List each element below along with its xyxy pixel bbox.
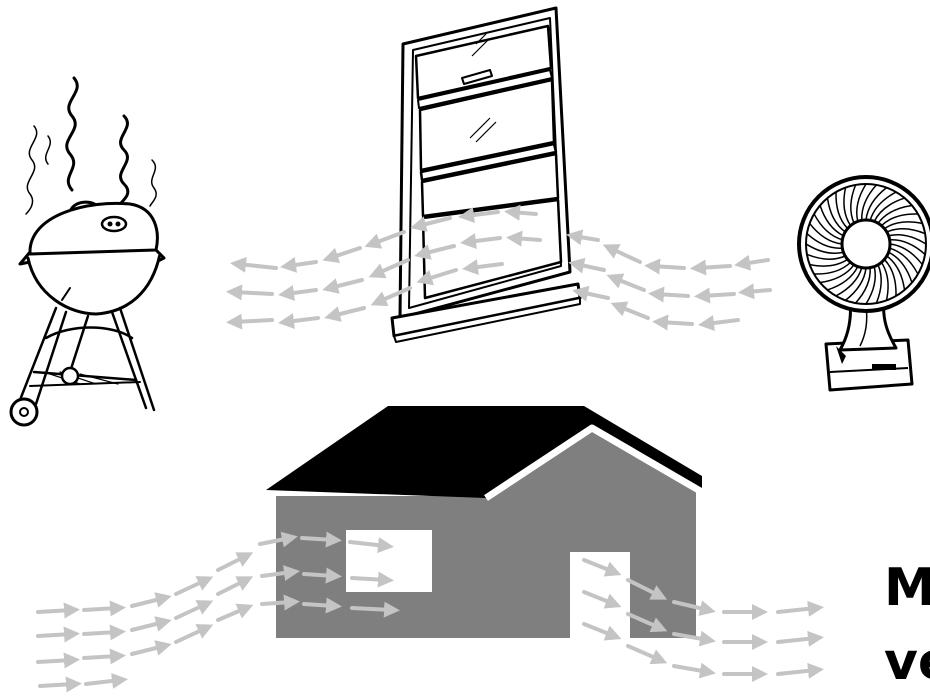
caption-line-2: ve — [884, 636, 930, 688]
fan-icon — [799, 177, 930, 390]
caption-line-1: M — [884, 562, 930, 614]
house-icon — [266, 406, 702, 638]
window-icon — [392, 8, 580, 342]
smoke-icon — [26, 78, 156, 214]
grill-icon — [11, 78, 164, 425]
